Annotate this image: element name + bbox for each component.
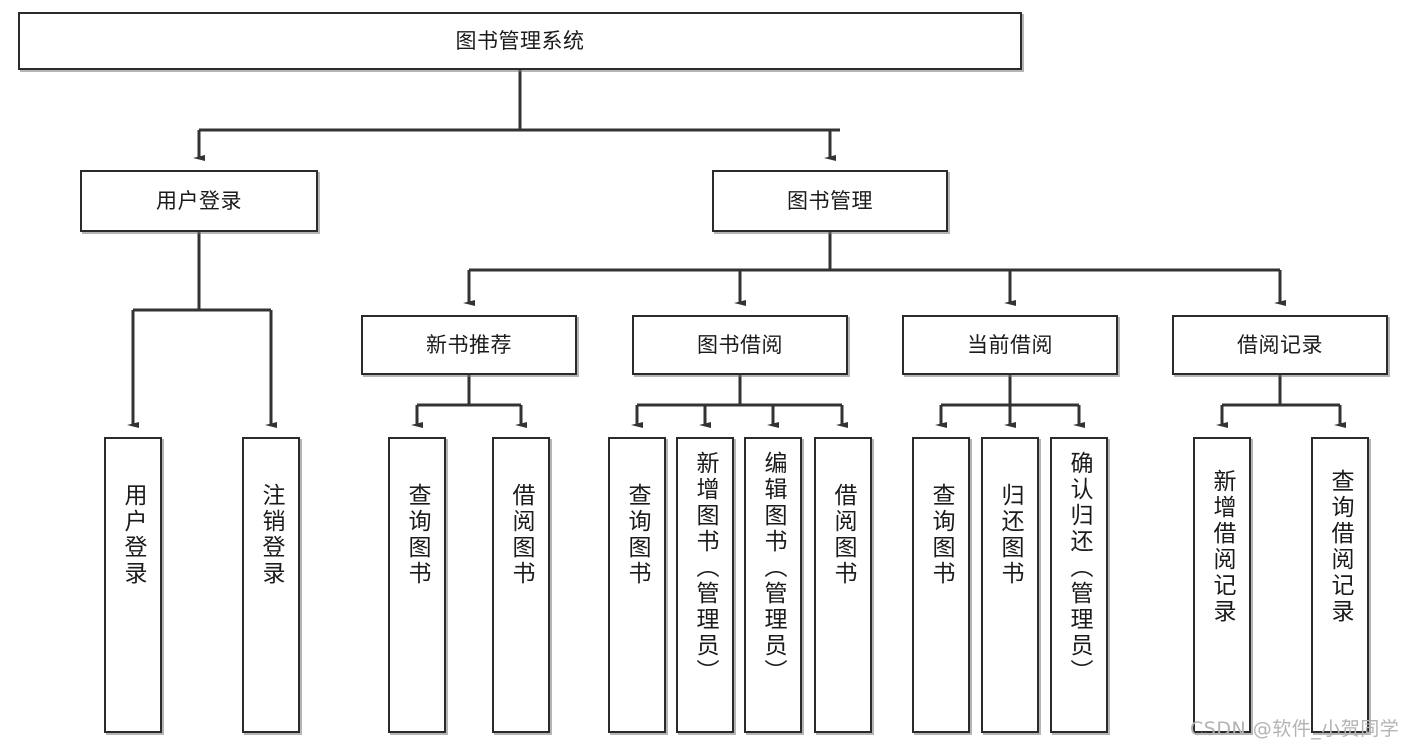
- node-label: 查询借阅记录: [1327, 469, 1354, 625]
- leaf-return-book[interactable]: 归还图书: [981, 437, 1039, 733]
- node-label: 当前借阅: [967, 332, 1053, 357]
- node-book-management[interactable]: 图书管理: [712, 170, 948, 232]
- leaf-query-book-new[interactable]: 查询图书: [388, 437, 446, 733]
- leaf-edit-book-admin[interactable]: 编辑图书（管理员）: [744, 437, 802, 733]
- node-label: 新增图书（管理员）: [692, 451, 719, 685]
- leaf-query-book-borrow[interactable]: 查询图书: [608, 437, 666, 733]
- node-label: 查询图书: [928, 483, 955, 587]
- node-label: 图书借阅: [697, 332, 783, 357]
- node-borrow-record[interactable]: 借阅记录: [1172, 315, 1388, 375]
- leaf-user-login[interactable]: 用户登录: [104, 437, 162, 733]
- node-label: 用户登录: [120, 483, 147, 587]
- node-label: 编辑图书（管理员）: [760, 451, 787, 685]
- node-label: 新书推荐: [426, 332, 512, 357]
- node-label: 确认归还（管理员）: [1066, 451, 1093, 685]
- node-label: 借阅图书: [830, 483, 857, 587]
- leaf-logout[interactable]: 注销登录: [242, 437, 300, 733]
- node-label: 注销登录: [258, 483, 285, 587]
- leaf-add-book-admin[interactable]: 新增图书（管理员）: [676, 437, 734, 733]
- node-label: 归还图书: [997, 483, 1024, 587]
- leaf-query-book-current[interactable]: 查询图书: [912, 437, 970, 733]
- node-label: 查询图书: [624, 483, 651, 587]
- node-label: 用户登录: [156, 188, 242, 213]
- node-label: 借阅图书: [508, 483, 535, 587]
- leaf-add-borrow-record[interactable]: 新增借阅记录: [1193, 437, 1251, 733]
- node-label: 新增借阅记录: [1209, 469, 1236, 625]
- node-label: 图书管理系统: [455, 28, 585, 53]
- leaf-confirm-return-admin[interactable]: 确认归还（管理员）: [1050, 437, 1108, 733]
- leaf-query-borrow-record[interactable]: 查询借阅记录: [1311, 437, 1369, 733]
- node-user-login[interactable]: 用户登录: [80, 170, 318, 232]
- leaf-borrow-book-new[interactable]: 借阅图书: [492, 437, 550, 733]
- node-new-book-recommend[interactable]: 新书推荐: [361, 315, 577, 375]
- node-label: 图书管理: [787, 188, 873, 213]
- leaf-borrow-book[interactable]: 借阅图书: [814, 437, 872, 733]
- node-current-borrow[interactable]: 当前借阅: [902, 315, 1118, 375]
- node-root-system[interactable]: 图书管理系统: [18, 12, 1022, 70]
- node-label: 查询图书: [404, 483, 431, 587]
- node-book-borrow[interactable]: 图书借阅: [632, 315, 848, 375]
- node-label: 借阅记录: [1237, 332, 1323, 357]
